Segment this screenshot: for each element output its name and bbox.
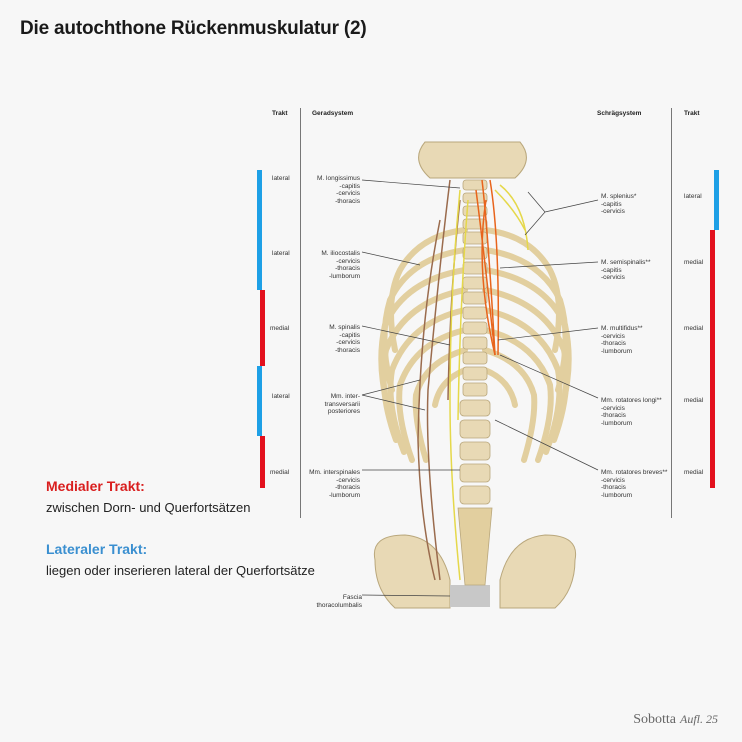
label-longissimus: M. longissimus -capitis -cervicis -thora…	[317, 175, 360, 205]
divider-left	[300, 108, 301, 518]
label-intertransversarii: Mm. inter- transversarii posteriores	[324, 393, 360, 415]
legend-lateral-text: liegen oder inserieren lateral der Querf…	[46, 563, 315, 578]
label-interspinales: Mm. interspinales -cervicis -thoracis -l…	[309, 469, 360, 499]
header-schraegsystem: Schrägsystem	[597, 110, 642, 117]
label-spinalis: M. spinalis -capitis -cervicis -thoracis	[329, 324, 360, 354]
bar-medial-1	[260, 290, 265, 366]
header-trakt-left: Trakt	[272, 110, 288, 117]
label-fascia: Fascia thoracolumbalis	[316, 594, 362, 609]
legend-medial-text: zwischen Dorn- und Querfortsätzen	[46, 500, 251, 515]
bar-lateral-2	[257, 366, 262, 436]
divider-right	[671, 108, 672, 518]
left-tract-4: lateral	[272, 393, 290, 400]
footer-brand-name: Sobotta	[633, 712, 676, 727]
bar-medial-right	[710, 230, 715, 488]
legend-lateral-heading: Lateraler Trakt:	[46, 541, 148, 557]
footer-edition: Aufl. 25	[680, 712, 718, 726]
bar-medial-2	[260, 436, 265, 488]
label-rotatores-longi: Mm. rotatores longi** -cervicis -thoraci…	[601, 397, 662, 427]
header-geradsystem: Geradsystem	[312, 110, 354, 117]
header-trakt-right: Trakt	[684, 110, 700, 117]
label-rotatores-breves: Mm. rotatores breves** -cervicis -thorac…	[601, 469, 668, 499]
footer-brand: Sobotta Aufl. 25	[633, 712, 718, 728]
left-tract-3: medial	[270, 325, 290, 332]
label-semispinalis: M. semispinalis** -capitis -cervicis	[601, 259, 651, 281]
right-tract-4: medial	[684, 397, 704, 404]
legend-medial-heading: Medialer Trakt:	[46, 478, 145, 494]
label-multifidus: M. multifidus** -cervicis -thoracis -lum…	[601, 325, 643, 355]
left-tract-1: lateral	[272, 175, 290, 182]
right-tract-1: lateral	[684, 193, 702, 200]
label-splenius: M. splenius* -capitis -cervicis	[601, 193, 637, 215]
left-tract-5: medial	[270, 469, 290, 476]
label-iliocostalis: M. iliocostalis -cervicis -thoracis -lum…	[321, 250, 360, 280]
spine-illustration	[361, 141, 599, 609]
right-tract-3: medial	[684, 325, 704, 332]
left-tract-2: lateral	[272, 250, 290, 257]
right-tract-2: medial	[684, 259, 704, 266]
right-tract-5: medial	[684, 469, 704, 476]
page-title: Die autochthone Rückenmuskulatur (2)	[20, 18, 367, 39]
bar-lateral-right	[714, 170, 719, 230]
bar-lateral-1	[257, 170, 262, 290]
